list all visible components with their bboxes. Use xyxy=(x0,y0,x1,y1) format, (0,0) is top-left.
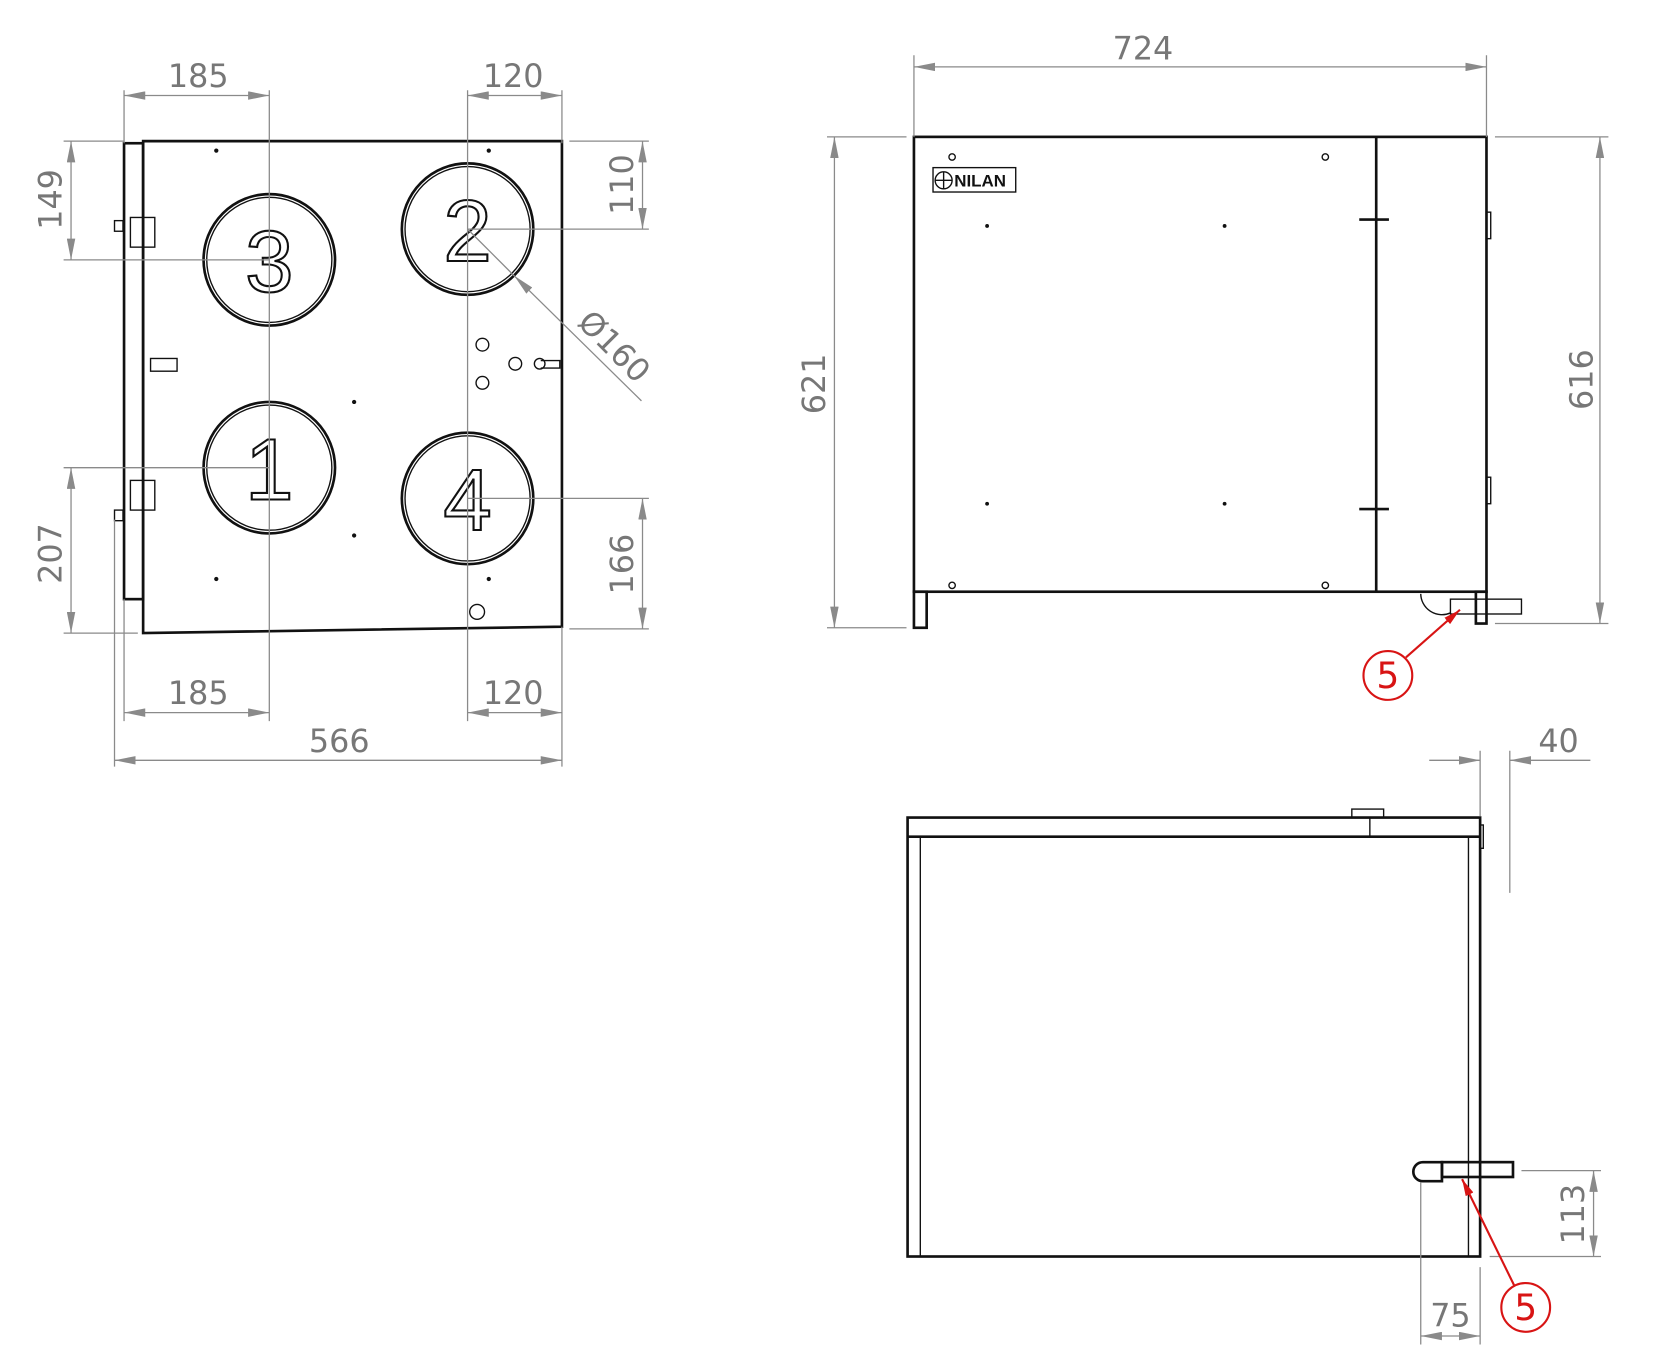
front-panel xyxy=(141,139,564,635)
nilan-logo: NILAN xyxy=(932,166,1017,193)
dim-pipe-height: 113 xyxy=(1555,1184,1592,1245)
svg-text:5: 5 xyxy=(1514,1288,1537,1329)
front-view: 3 2 1 4 185 120 149 110 207 166 185 120 … xyxy=(32,58,657,767)
dim-height-right: 616 xyxy=(1564,349,1601,410)
top-panel xyxy=(906,816,1482,1258)
dim-port-diameter: Ø160 xyxy=(571,303,658,390)
dim-bottom-left: 185 xyxy=(168,675,229,712)
callout-5: 5 xyxy=(1461,1178,1552,1333)
dim-pipe-offset: 75 xyxy=(1430,1297,1470,1334)
dim-left-top: 149 xyxy=(32,169,69,230)
dim-right-top: 110 xyxy=(604,154,641,215)
dim-left-bottom: 207 xyxy=(32,523,69,584)
side-panel xyxy=(912,135,1488,594)
dim-top-left: 185 xyxy=(168,58,229,95)
svg-text:NILAN: NILAN xyxy=(954,172,1006,191)
dim-offset: 40 xyxy=(1538,723,1578,760)
callout-5: 5 xyxy=(1362,608,1461,701)
svg-text:5: 5 xyxy=(1376,656,1399,697)
dim-width: 724 xyxy=(1113,30,1174,67)
top-view: 40 113 75 5 xyxy=(906,723,1601,1345)
dim-bottom-right: 120 xyxy=(483,675,544,712)
dim-height-left: 621 xyxy=(796,354,833,415)
dim-right-bottom: 166 xyxy=(604,534,641,595)
dim-overall-width: 566 xyxy=(309,723,370,760)
side-strip xyxy=(122,141,145,601)
dim-top-right: 120 xyxy=(483,58,544,95)
side-view: NILAN 724 621 616 5 xyxy=(796,30,1609,701)
